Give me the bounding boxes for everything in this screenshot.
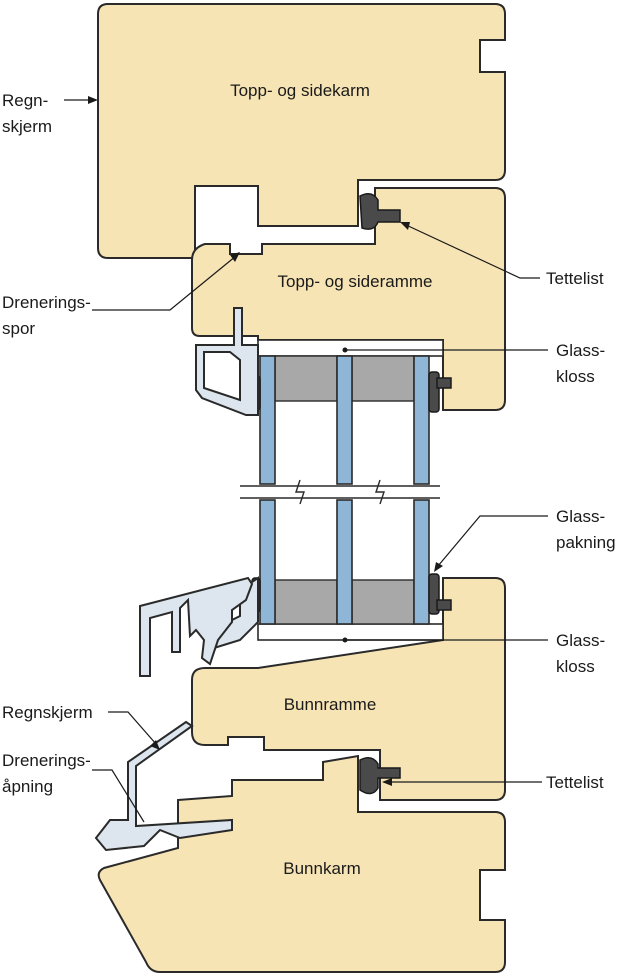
label-regnskjerm-top-2: skjerm bbox=[2, 117, 52, 136]
gasket-nub-bottom bbox=[436, 599, 452, 611]
label-tettelist-top: Tettelist bbox=[546, 269, 604, 288]
spacer-bottom-left bbox=[274, 579, 338, 625]
top-glazing-bead bbox=[195, 307, 259, 416]
top-glass-block bbox=[257, 339, 444, 357]
top-frame-wood bbox=[97, 3, 506, 259]
glass-pane-3-top bbox=[413, 355, 430, 485]
label-glasskloss-bottom-2: kloss bbox=[556, 657, 595, 676]
glass-pane-2-bottom bbox=[336, 499, 353, 625]
bottom-frame-wood bbox=[97, 754, 506, 973]
label-dreneringsspor-2: spor bbox=[2, 319, 35, 338]
spacer-top-left bbox=[274, 355, 338, 402]
break-lines bbox=[240, 479, 440, 505]
label-glasskloss-top-2: kloss bbox=[556, 367, 595, 386]
spacer-top-right bbox=[351, 355, 415, 402]
label-glasspakning-1: Glass- bbox=[556, 507, 605, 526]
bottom-glass-block bbox=[257, 623, 444, 641]
glass-pane-3-bottom bbox=[413, 499, 430, 625]
bottom-sash-wood bbox=[191, 577, 506, 801]
label-topp-sidekarm: Topp- og sidekarm bbox=[230, 81, 370, 100]
glass-pane-1-bottom bbox=[259, 499, 276, 625]
label-topp-sideramme: Topp- og sideramme bbox=[278, 272, 433, 291]
label-dreneringsapning-2: åpning bbox=[2, 777, 53, 796]
label-dreneringsapning-1: Drenerings- bbox=[2, 751, 91, 770]
label-glasskloss-bottom-1: Glass- bbox=[556, 631, 605, 650]
spacer-bottom-right bbox=[351, 579, 415, 625]
rain-screen-profile bbox=[94, 720, 233, 852]
label-bunnramme: Bunnramme bbox=[284, 695, 377, 714]
label-regnskjerm-top-1: Regn- bbox=[2, 91, 48, 110]
label-regnskjerm-bottom: Regnskjerm bbox=[2, 703, 93, 722]
glass-pane-1-top bbox=[259, 355, 276, 485]
top-weatherstrip bbox=[359, 193, 401, 230]
glass-pane-2-top bbox=[336, 355, 353, 485]
leaders bbox=[64, 96, 548, 823]
label-glasskloss-top-1: Glass- bbox=[556, 341, 605, 360]
label-dreneringsspor-1: Drenerings- bbox=[2, 293, 91, 312]
label-tettelist-bottom: Tettelist bbox=[546, 773, 604, 792]
bottom-weatherstrip bbox=[359, 757, 401, 795]
label-glasspakning-2: pakning bbox=[556, 533, 616, 552]
gasket-nub-top bbox=[436, 377, 452, 389]
label-bunnkarm: Bunnkarm bbox=[283, 859, 360, 878]
bottom-drip-profile bbox=[139, 576, 254, 677]
